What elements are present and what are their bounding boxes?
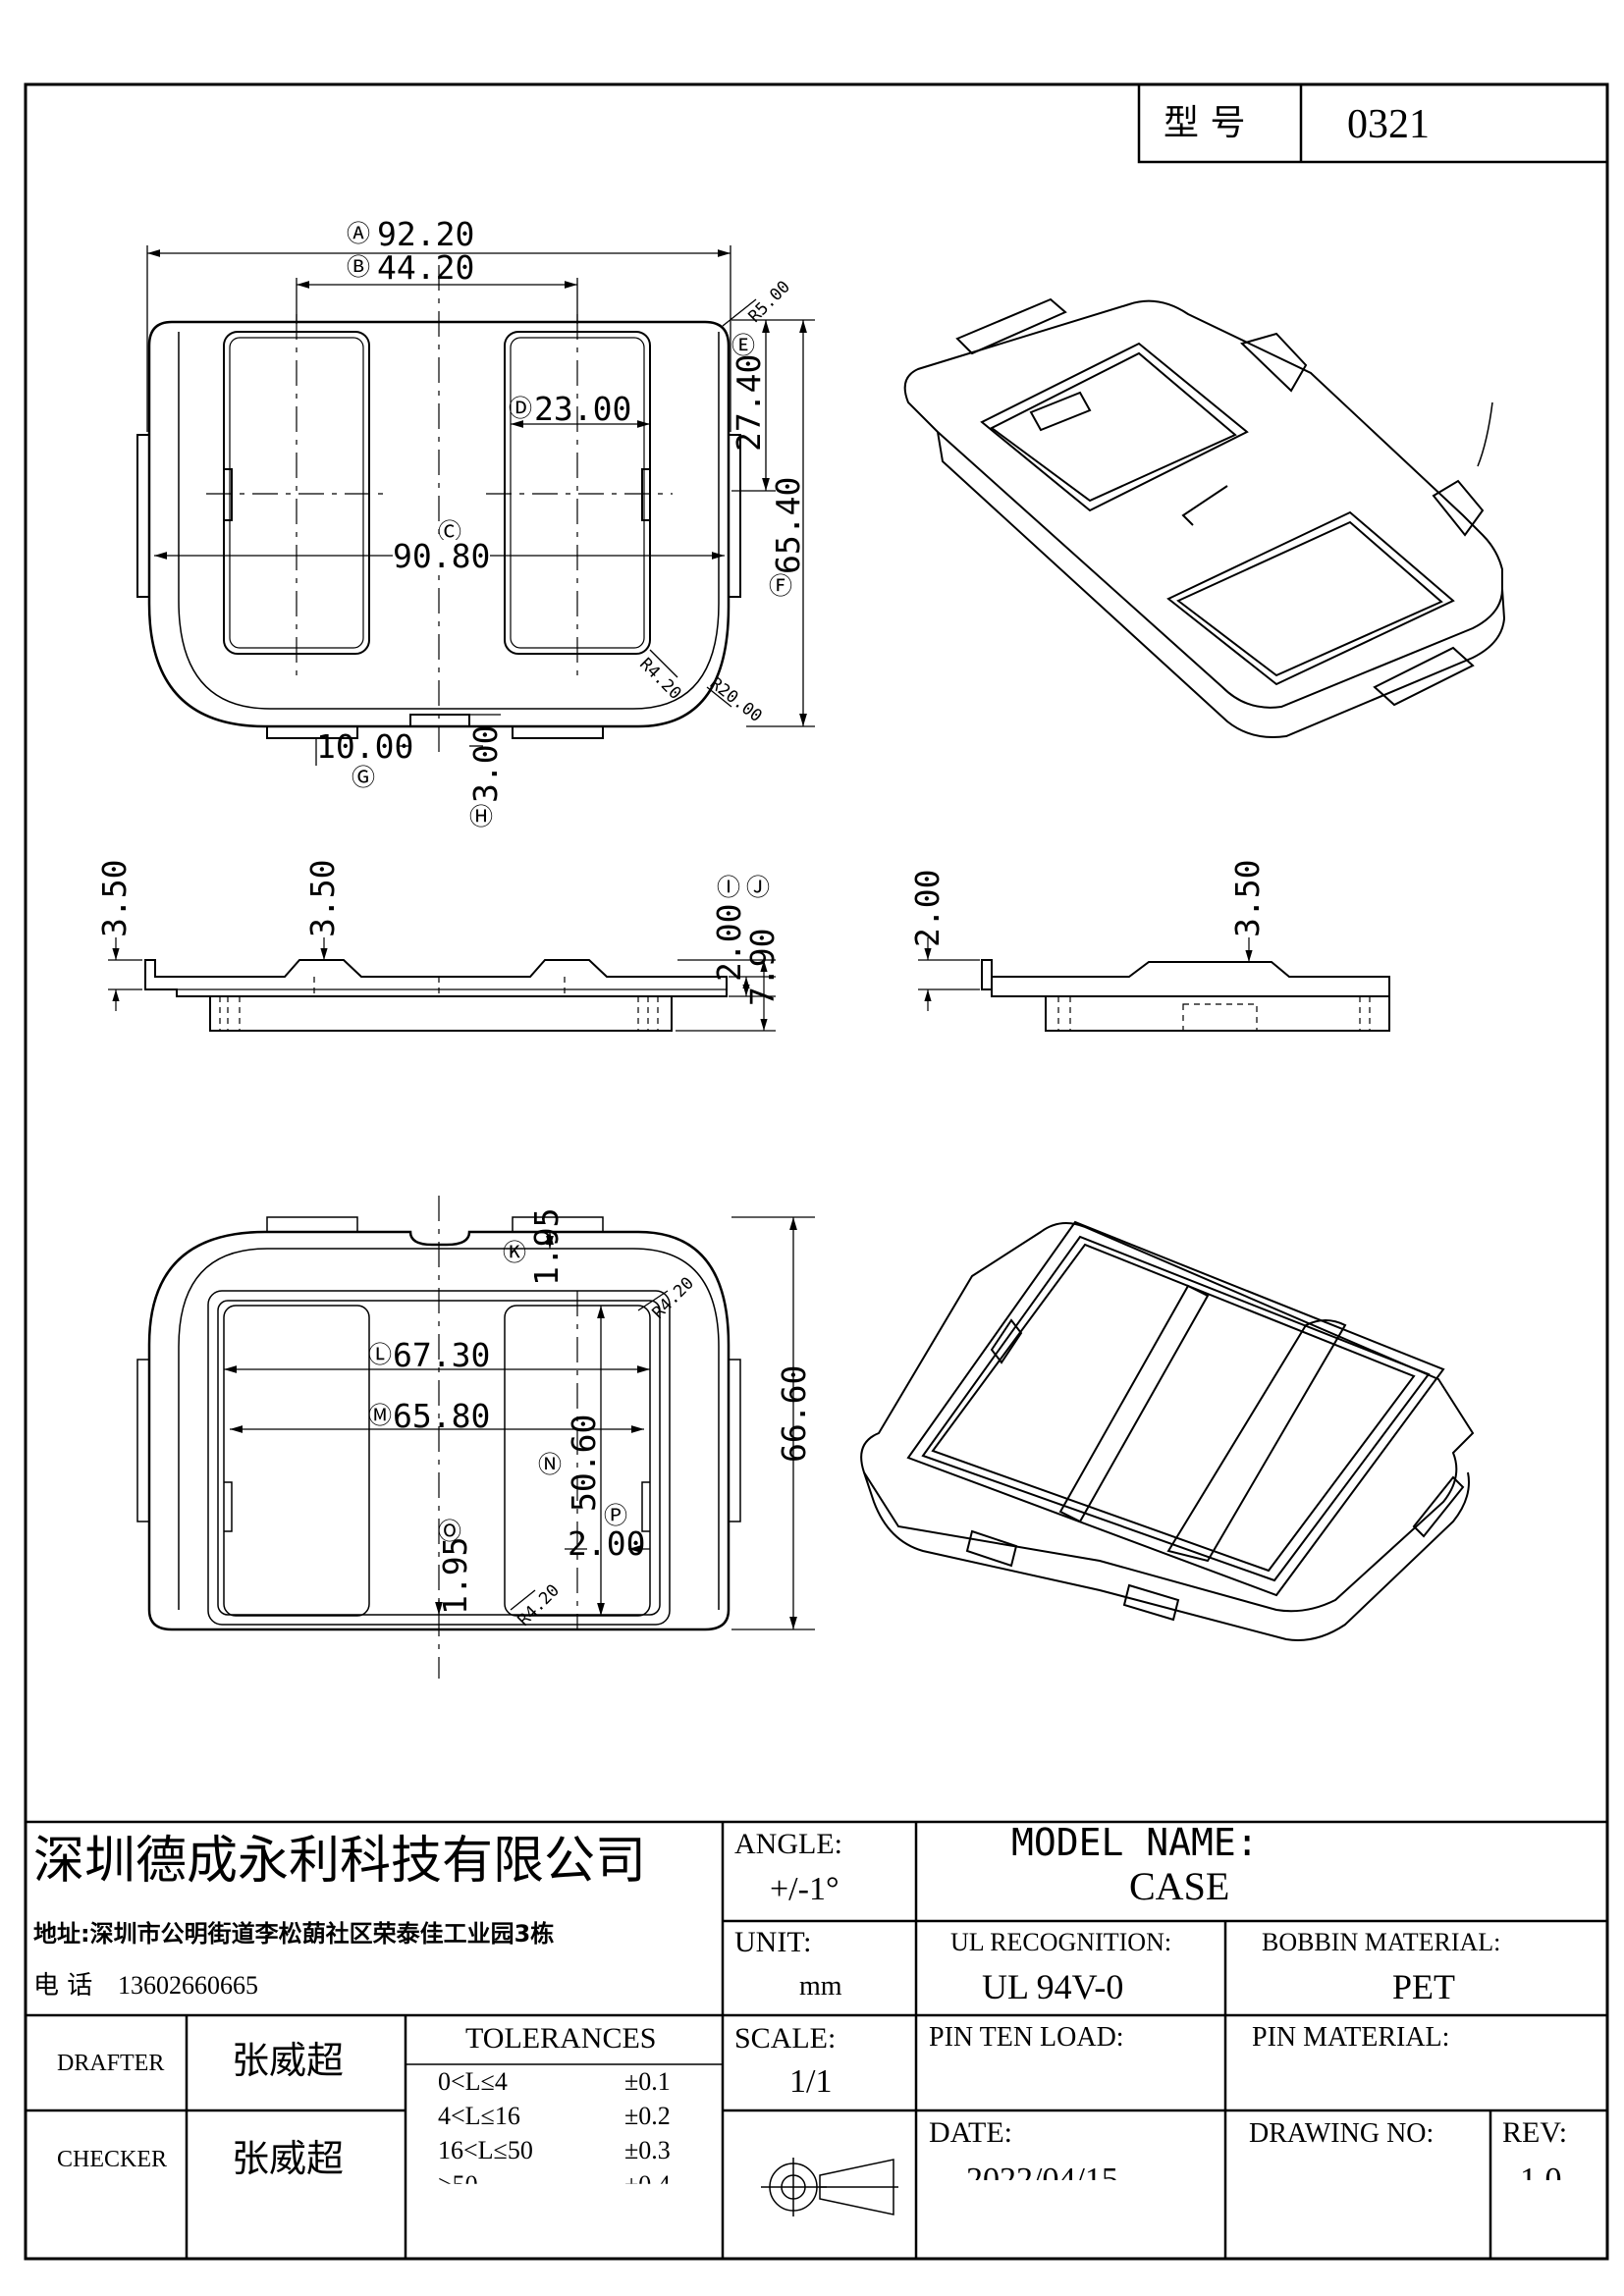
pin-material-label: PIN MATERIAL:	[1252, 2022, 1450, 2053]
bobbin-label: BOBBIN MATERIAL:	[1262, 1928, 1501, 1956]
marker-m: Ⓜ	[368, 1402, 392, 1429]
dim-m-value: 65.80	[393, 1397, 491, 1435]
side-view-1	[144, 959, 728, 1032]
tolerances-label: TOLERANCES	[465, 2022, 657, 2055]
marker-p: Ⓟ	[604, 1502, 627, 1529]
drawing-no-label: DRAWING NO:	[1249, 2118, 1435, 2149]
dim-e-value: 27.40	[730, 353, 768, 452]
marker-f: Ⓕ	[769, 572, 792, 600]
tol-range-1: 0<L≤4	[438, 2067, 508, 2096]
drafter-label: DRAFTER	[57, 2051, 165, 2076]
marker-a: Ⓐ	[347, 220, 370, 247]
iso-view-bottom	[860, 1220, 1475, 1641]
ul-label: UL RECOGNITION:	[950, 1928, 1172, 1956]
dim-d-value: 23.00	[534, 390, 632, 428]
side1-left-height: 3.50	[95, 859, 134, 937]
phone-label: 电 话	[33, 1971, 93, 2001]
dim-l-value: 67.30	[393, 1336, 491, 1374]
bottom-overall-height: 66.60	[775, 1364, 813, 1463]
tol-value-1: ±0.1	[624, 2067, 671, 2096]
phone-number: 13602660665	[118, 1971, 258, 2000]
checker-name: 张威超	[232, 2137, 345, 2180]
dim-k-value: 1.95	[527, 1207, 566, 1286]
dim-n-value: 50.60	[565, 1414, 603, 1512]
iso-view-top	[903, 297, 1506, 738]
scale-label: SCALE:	[734, 2022, 837, 2055]
side2-boss-height: 3.50	[1228, 859, 1267, 937]
side-view-2	[981, 959, 1390, 1032]
marker-j: Ⓙ	[746, 874, 770, 901]
date-label: DATE:	[929, 2116, 1012, 2149]
marker-g: Ⓖ	[352, 764, 375, 791]
marker-b: Ⓑ	[347, 253, 370, 281]
projection-symbol	[761, 2158, 898, 2216]
dim-o-value: 1.95	[436, 1536, 474, 1615]
tol-value-3: ±0.3	[624, 2136, 671, 2164]
unit-label: UNIT:	[734, 1926, 812, 1958]
marker-e: Ⓔ	[731, 332, 755, 359]
rev-value: 1.0	[1520, 2162, 1562, 2198]
dim-j-value: 7.90	[743, 928, 782, 1006]
dim-p-value: 2.00	[568, 1524, 646, 1563]
side1-boss-height: 3.50	[303, 859, 342, 937]
company-address: 地址:深圳市公明街道李松蓢社区荣泰佳工业园3栋	[33, 1920, 555, 1948]
pin-ten-load-label: PIN TEN LOAD:	[929, 2022, 1124, 2053]
marker-d: Ⓓ	[509, 395, 532, 422]
dim-h-value: 3.00	[466, 724, 505, 803]
model-box-label: 型 号	[1164, 103, 1246, 143]
marker-h: Ⓗ	[469, 803, 493, 830]
dim-i-value: 2.00	[710, 903, 748, 982]
scale-value: 1/1	[789, 2063, 833, 2100]
rev-label: REV:	[1502, 2116, 1568, 2149]
ul-value: UL 94V-0	[982, 1967, 1124, 2006]
date-value: 2022/04/15	[966, 2162, 1118, 2198]
side2-left-height: 2.00	[908, 869, 947, 947]
marker-l: Ⓛ	[368, 1341, 392, 1368]
model-name-label: MODEL NAME:	[1011, 1821, 1259, 1864]
drafter-name: 张威超	[232, 2039, 345, 2082]
dim-g-value: 10.00	[316, 727, 414, 766]
dim-f-value: 65.40	[769, 476, 807, 574]
tol-value-4: ±0.4	[624, 2170, 671, 2199]
model-box	[1137, 82, 1609, 164]
model-name-value: CASE	[1129, 1864, 1230, 1908]
tol-range-3: 16<L≤50	[438, 2136, 533, 2164]
marker-i: Ⓘ	[717, 874, 740, 901]
dim-c-value: 90.80	[393, 537, 491, 575]
company-name: 深圳德成永利科技有限公司	[33, 1832, 647, 1891]
marker-n: Ⓝ	[538, 1451, 562, 1478]
top-view-outline	[136, 320, 741, 739]
marker-k: Ⓚ	[503, 1239, 526, 1266]
bobbin-value: PET	[1392, 1967, 1456, 2006]
checker-label: CHECKER	[57, 2147, 168, 2172]
title-block-lines	[26, 1820, 1607, 2259]
drawing-frame	[24, 82, 1609, 2261]
tol-range-4: >50	[438, 2170, 478, 2199]
tol-range-2: 4<L≤16	[438, 2102, 520, 2130]
tol-value-2: ±0.2	[624, 2102, 671, 2130]
dim-b-value: 44.20	[377, 248, 475, 287]
dim-a-value: 92.20	[377, 215, 475, 253]
angle-label: ANGLE:	[734, 1828, 842, 1860]
unit-value: mm	[799, 1971, 842, 2002]
model-box-value: 0321	[1347, 102, 1430, 147]
marker-o: Ⓞ	[438, 1518, 461, 1545]
angle-value: +/-1°	[770, 1871, 839, 1907]
